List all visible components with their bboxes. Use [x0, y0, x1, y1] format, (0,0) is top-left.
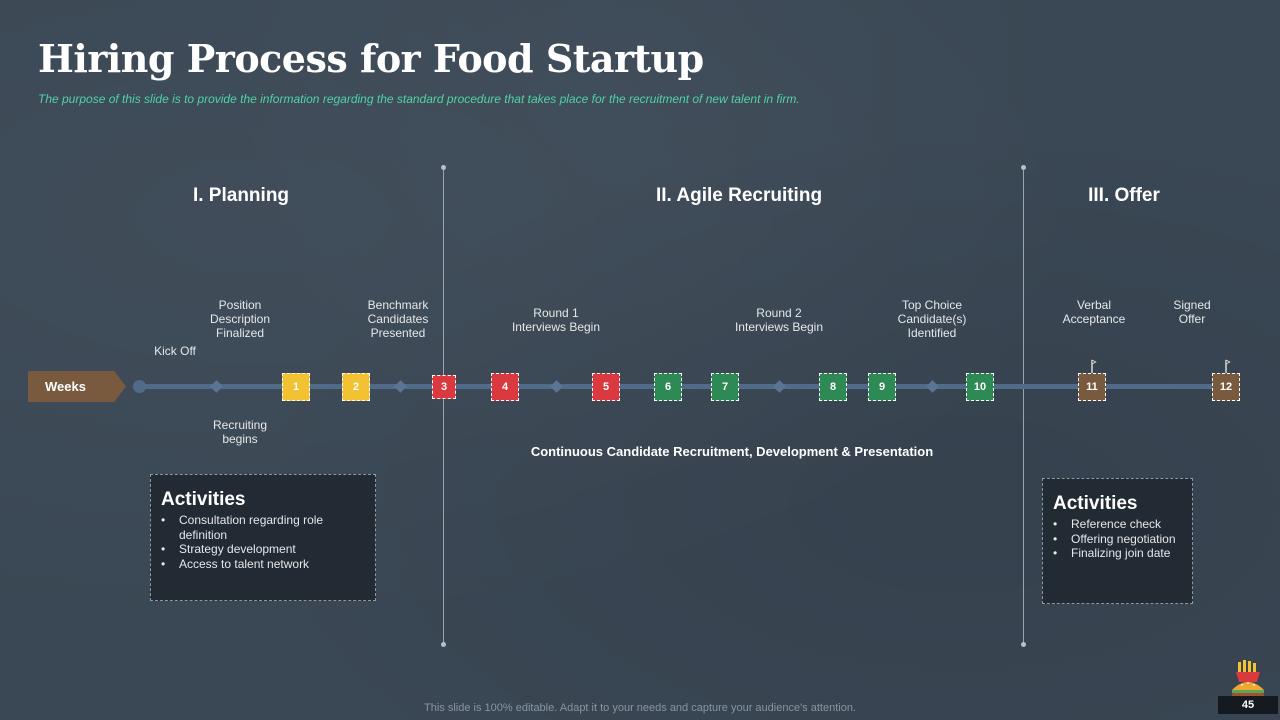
- week-number: 2: [352, 381, 360, 393]
- milestone-top-choice: Top Choice Candidate(s) Identified: [897, 298, 967, 340]
- week-marker-1: 1: [282, 373, 310, 401]
- activity-item: Offering negotiation: [1053, 532, 1182, 547]
- week-number: 9: [878, 381, 886, 393]
- footer-note: This slide is 100% editable. Adapt it to…: [424, 702, 856, 714]
- week-marker-10: 10: [966, 373, 994, 401]
- slide-subtitle: The purpose of this slide is to provide …: [38, 92, 800, 106]
- activity-item: Strategy development: [161, 542, 365, 557]
- week-marker-8: 8: [819, 373, 847, 401]
- phase-divider-1-bottom-dot: [441, 642, 446, 647]
- flag-icon: [1091, 359, 1097, 373]
- weeks-tag: Weeks: [28, 371, 126, 402]
- activities-list: Consultation regarding role definition S…: [161, 513, 365, 571]
- page-number: 45: [1218, 696, 1278, 714]
- milestone-recruiting-begins: Recruiting begins: [212, 418, 268, 446]
- week-marker-4: 4: [491, 373, 519, 401]
- timeline-marker: [773, 380, 786, 393]
- week-number: 12: [1219, 381, 1233, 393]
- milestone-position-description: Position Description Finalized: [209, 298, 271, 340]
- week-marker-11: 11: [1078, 373, 1106, 401]
- phase-offer: III. Offer: [1088, 185, 1160, 206]
- week-number: 8: [829, 381, 837, 393]
- timeline-start-dot: [133, 380, 146, 393]
- flag-icon: [1225, 359, 1231, 373]
- week-marker-2: 2: [342, 373, 370, 401]
- milestone-signed-offer: Signed Offer: [1173, 298, 1211, 326]
- phase-agile-recruiting: II. Agile Recruiting: [655, 185, 823, 206]
- activity-item: Access to talent network: [161, 557, 365, 572]
- timeline-marker: [394, 380, 407, 393]
- phase-divider-2-bottom-dot: [1021, 642, 1026, 647]
- activities-list: Reference check Offering negotiation Fin…: [1053, 517, 1182, 561]
- week-number: 4: [501, 381, 509, 393]
- timeline-axis: [140, 384, 1240, 389]
- slide-title: Hiring Process for Food Startup: [38, 36, 704, 81]
- phase-divider-1: [443, 168, 444, 644]
- timeline-marker: [550, 380, 563, 393]
- activity-item: Finalizing join date: [1053, 546, 1182, 561]
- milestone-round1-interviews: Round 1 Interviews Begin: [511, 306, 601, 334]
- phase-divider-2-top-dot: [1021, 165, 1026, 170]
- timeline-marker: [210, 380, 223, 393]
- week-number: 11: [1086, 381, 1098, 393]
- burger-fries-icon: [1232, 660, 1264, 697]
- week-number: 3: [440, 381, 448, 393]
- week-number: 1: [292, 381, 300, 393]
- week-number: 7: [721, 381, 729, 393]
- milestone-benchmark-candidates: Benchmark Candidates Presented: [367, 298, 429, 340]
- milestone-round2-interviews: Round 2 Interviews Begin: [734, 306, 824, 334]
- week-number: 6: [664, 381, 672, 393]
- milestone-kick-off: Kick Off: [154, 344, 196, 358]
- week-marker-9: 9: [868, 373, 896, 401]
- activities-planning-box: Activities Consultation regarding role d…: [150, 474, 376, 601]
- activity-item: Reference check: [1053, 517, 1182, 532]
- activities-title: Activities: [1053, 493, 1138, 514]
- phase-planning: I. Planning: [192, 185, 290, 206]
- milestone-verbal-acceptance: Verbal Acceptance: [1062, 298, 1126, 326]
- week-number: 5: [602, 381, 610, 393]
- timeline-marker: [926, 380, 939, 393]
- activities-title: Activities: [161, 489, 246, 510]
- week-number: 10: [973, 381, 987, 393]
- week-marker-6: 6: [654, 373, 682, 401]
- week-marker-7: 7: [711, 373, 739, 401]
- phase-divider-2: [1023, 168, 1024, 644]
- week-marker-12: 12: [1212, 373, 1240, 401]
- continuous-recruitment-label: Continuous Candidate Recruitment, Develo…: [530, 444, 934, 459]
- week-marker-5: 5: [592, 373, 620, 401]
- week-marker-3: 3: [432, 375, 456, 399]
- activity-item: Consultation regarding role definition: [161, 513, 365, 542]
- activities-offer-box: Activities Reference check Offering nego…: [1042, 478, 1193, 604]
- phase-divider-1-top-dot: [441, 165, 446, 170]
